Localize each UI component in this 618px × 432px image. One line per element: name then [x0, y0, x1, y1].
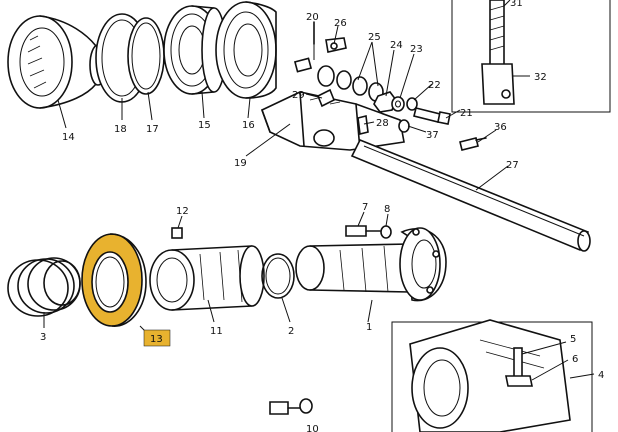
part-20-stud	[293, 21, 315, 73]
label-23: 23	[410, 44, 423, 55]
part-6-nut	[505, 375, 533, 387]
label-11: 11	[210, 326, 223, 337]
part-27-shaft	[350, 138, 591, 252]
label-16: 16	[242, 120, 255, 131]
label-27: 27	[506, 160, 519, 171]
label-1: 1	[366, 322, 372, 333]
inset-box-top	[451, 0, 611, 113]
label-20: 20	[306, 12, 319, 23]
label-3: 3	[40, 332, 46, 343]
label-bottom: 10	[306, 424, 319, 432]
label-36: 36	[494, 122, 507, 133]
label-4: 4	[598, 370, 604, 381]
label-14: 14	[62, 132, 75, 143]
label-28: 28	[376, 118, 389, 129]
part-4-housing	[409, 319, 571, 432]
label-25: 25	[368, 32, 381, 43]
part-29-screw	[316, 88, 336, 108]
part-14-bell-housing	[7, 15, 107, 109]
part-26-clip	[325, 37, 347, 53]
part-28-pin	[357, 115, 369, 135]
label-32: 32	[534, 72, 547, 83]
part-21-bolt	[413, 107, 451, 125]
seal-outer-rim	[109, 233, 147, 327]
part-16-race	[215, 1, 277, 99]
label-37: 37	[426, 130, 439, 141]
part-13-oil-seal	[81, 233, 147, 327]
part-3-spring	[7, 257, 81, 317]
label-15: 15	[198, 120, 211, 131]
part-1-flanged-tube	[295, 227, 447, 302]
part-22-washer	[406, 97, 418, 111]
part-24-nut	[373, 91, 397, 113]
part-7-bolt	[345, 225, 381, 237]
part-8-washer	[380, 225, 392, 239]
part-10-bolt	[269, 398, 313, 415]
label-13-box	[143, 329, 171, 347]
part-37-washer	[398, 119, 410, 133]
label-24: 24	[390, 40, 403, 51]
label-2: 2	[288, 326, 294, 337]
part-23-washer	[391, 96, 405, 112]
label-21: 21	[460, 108, 473, 119]
label-29: 29	[292, 90, 305, 101]
label-31: 31	[510, 0, 523, 9]
label-17: 17	[146, 124, 159, 135]
part-36-bolt	[459, 137, 487, 151]
label-13: 13	[150, 334, 163, 345]
label-7: 7	[362, 202, 368, 213]
part-15-bearing	[163, 5, 227, 95]
label-19: 19	[234, 158, 247, 169]
label-5: 5	[570, 334, 576, 345]
seal-bore	[91, 251, 129, 313]
label-22: 22	[428, 80, 441, 91]
label-12: 12	[176, 206, 189, 217]
part-31-rod	[489, 0, 505, 71]
part-12-plug	[171, 227, 183, 239]
label-18: 18	[114, 124, 127, 135]
leader-lines	[43, 0, 595, 381]
label-26: 26	[334, 18, 347, 29]
label-6: 6	[572, 354, 578, 365]
label-8: 8	[384, 204, 390, 215]
label-13-highlight: 13	[143, 329, 171, 347]
part-32-clevis	[481, 63, 515, 105]
part-11-sleeve	[149, 245, 265, 311]
part-labels: 14 18 17 15 16 19 20 26 25 24 23 22 21 2…	[40, 0, 604, 432]
part-17-ring	[127, 17, 165, 95]
part-5-stud	[513, 347, 523, 379]
part-25-washers	[317, 65, 384, 102]
part-2-circlip	[261, 253, 295, 299]
